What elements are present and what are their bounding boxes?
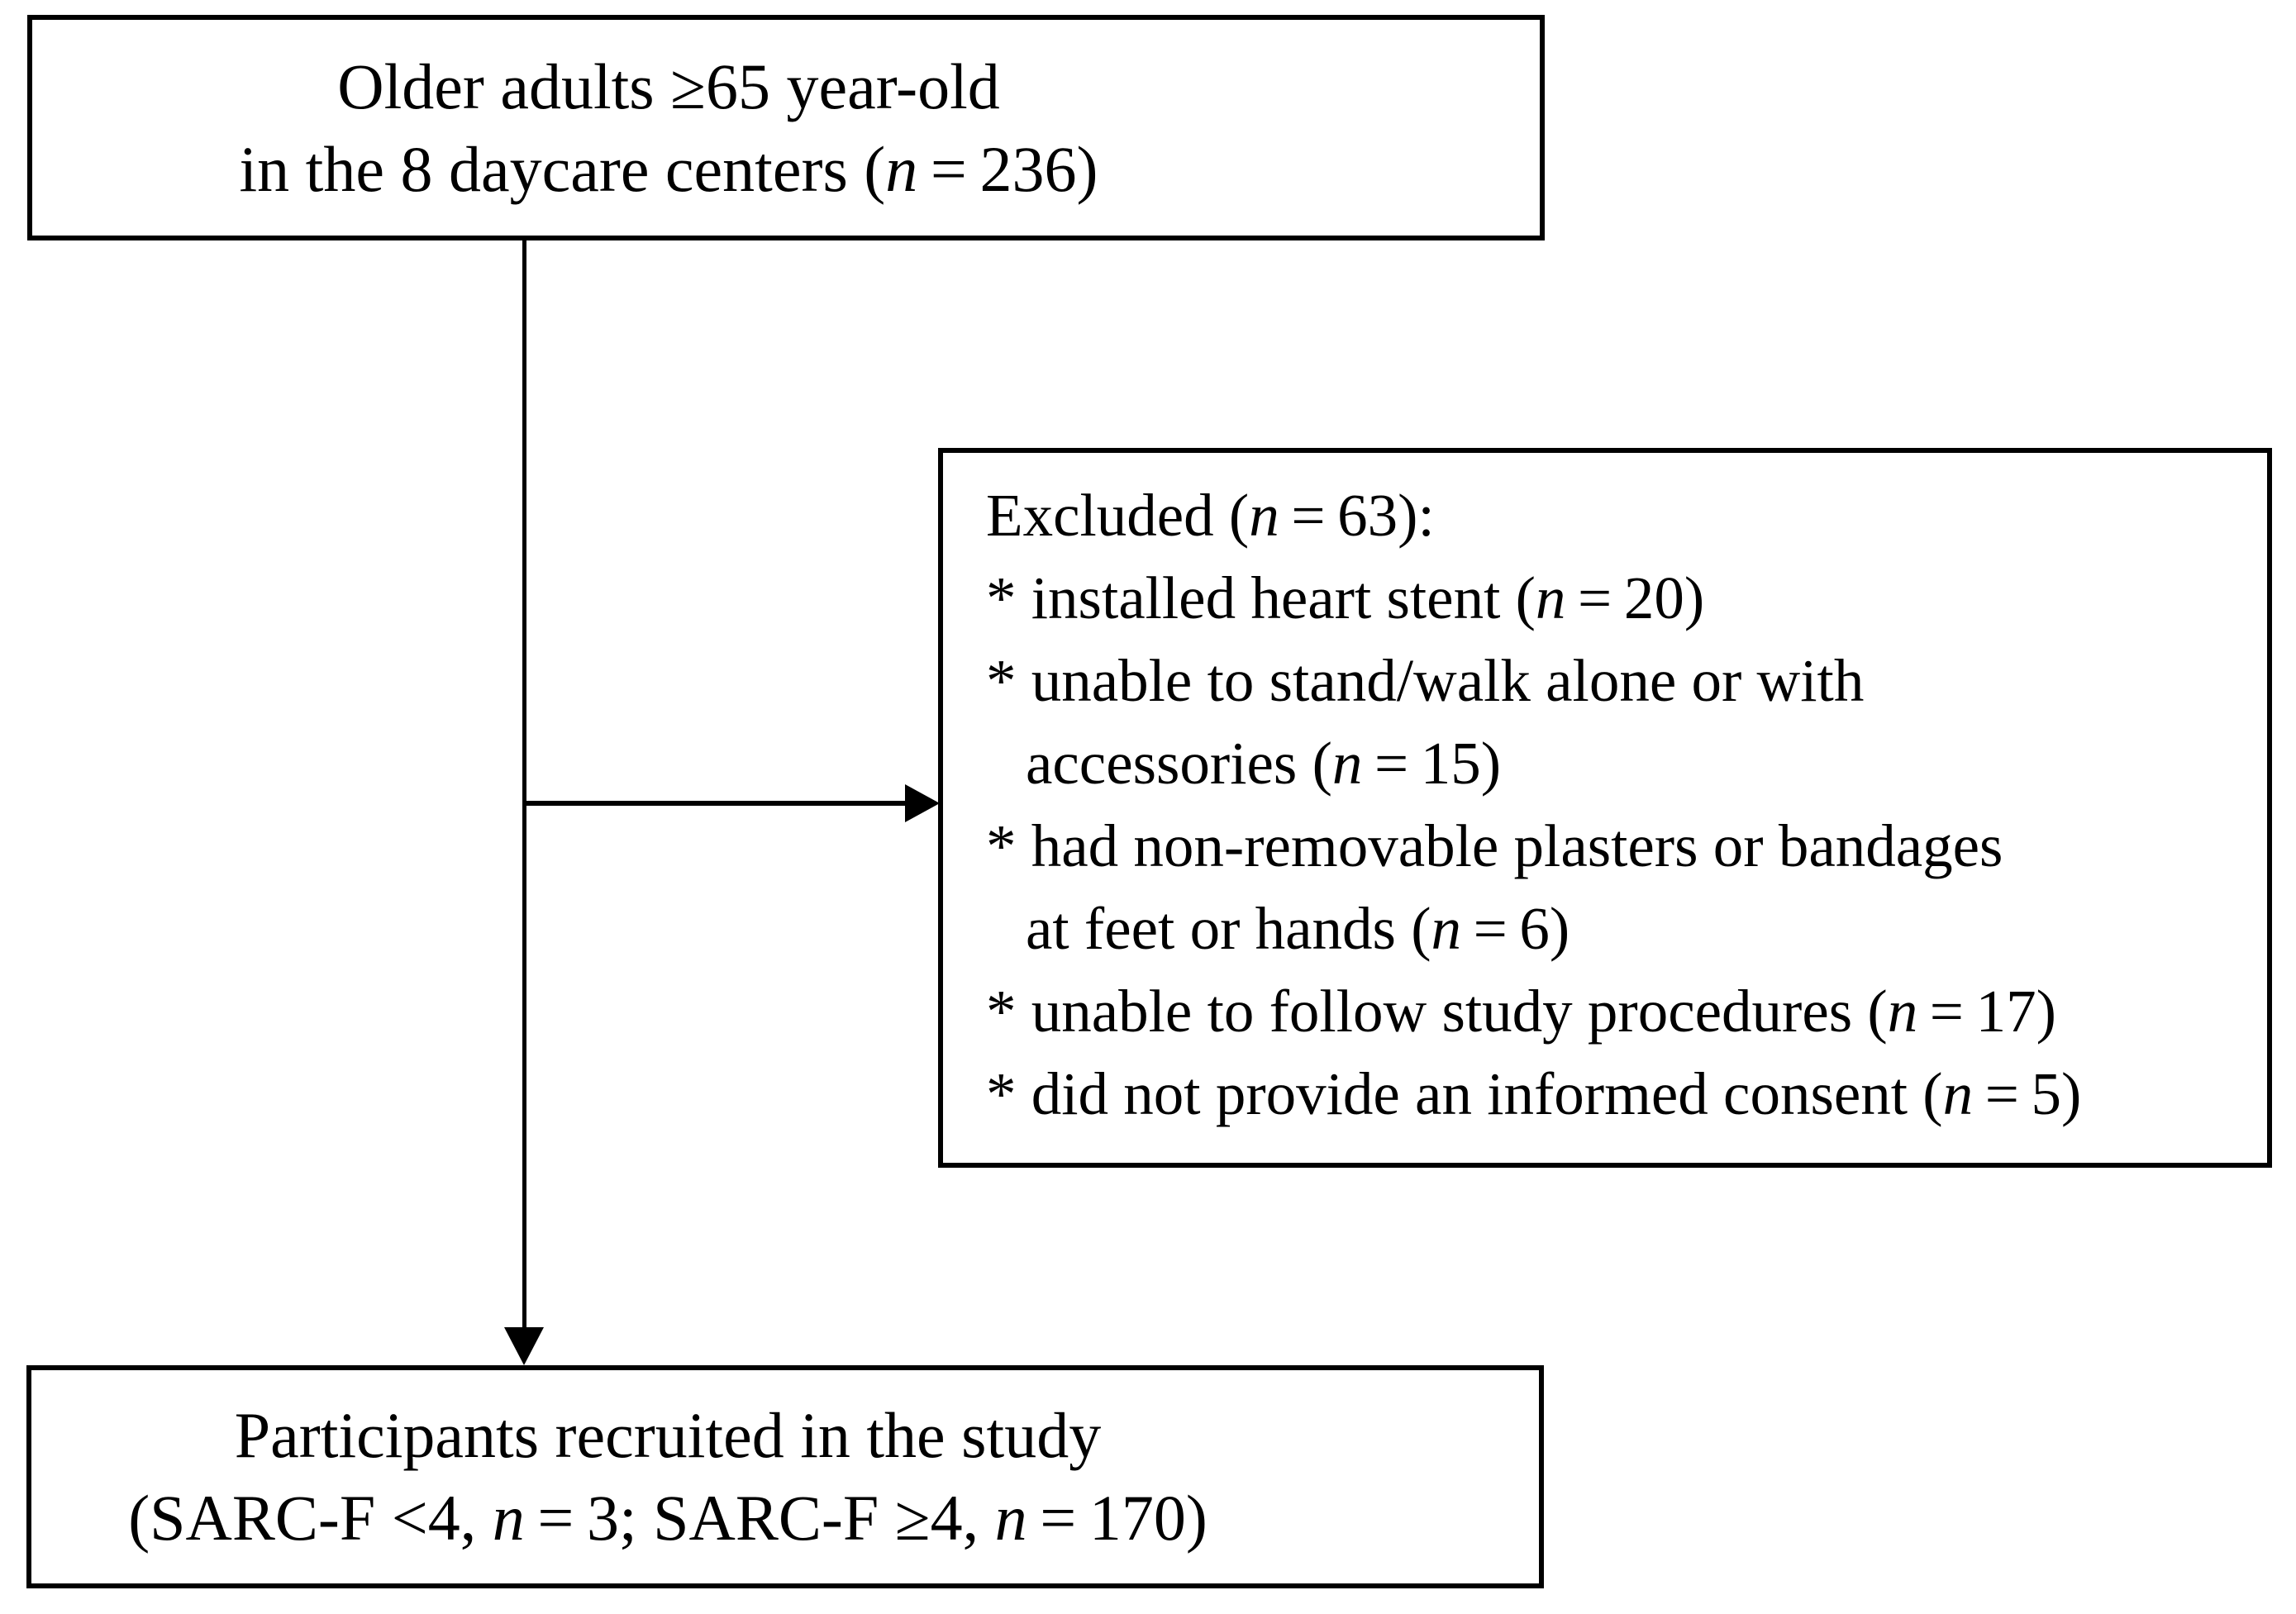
box-recruited-text: Participants recruited in the study (SARC… [31, 1394, 1304, 1559]
box-recruited: Participants recruited in the study (SARC… [26, 1365, 1544, 1588]
arrowhead-down-icon [504, 1327, 544, 1365]
text-line: at feet or hands (n = 6) [1026, 895, 1570, 962]
text-line: * had non-removable plasters or bandages [986, 812, 2003, 879]
text-line: accessories (n = 15) [1026, 730, 1502, 797]
text-line: in the 8 daycare centers (n = 236) [239, 132, 1098, 205]
text-line: * unable to follow study procedures (n =… [986, 978, 2056, 1045]
text-line: Participants recruited in the study [234, 1399, 1102, 1471]
text-line: Older adults ≥65 year-old [337, 50, 1000, 122]
text-line: * installed heart stent (n = 20) [986, 564, 1705, 631]
box-population: Older adults ≥65 year-old in the 8 daycar… [27, 15, 1545, 240]
arrowhead-right-icon [905, 784, 940, 822]
text-line: Excluded (n = 63): [986, 482, 1435, 549]
box-excluded: Excluded (n = 63): * installed heart sten… [938, 448, 2272, 1168]
box-excluded-text: Excluded (n = 63): * installed heart sten… [943, 453, 2098, 1136]
connector-line-vertical [522, 240, 526, 1328]
connector-line-horizontal [524, 801, 907, 806]
text-line: * did not provide an informed consent (n… [986, 1060, 2082, 1127]
text-line: * unable to stand/walk alone or with [986, 647, 1865, 714]
box-population-text: Older adults ≥65 year-old in the 8 daycar… [32, 45, 1305, 211]
text-line: (SARC-F <4, n = 3; SARC-F ≥4, n = 170) [128, 1482, 1208, 1554]
